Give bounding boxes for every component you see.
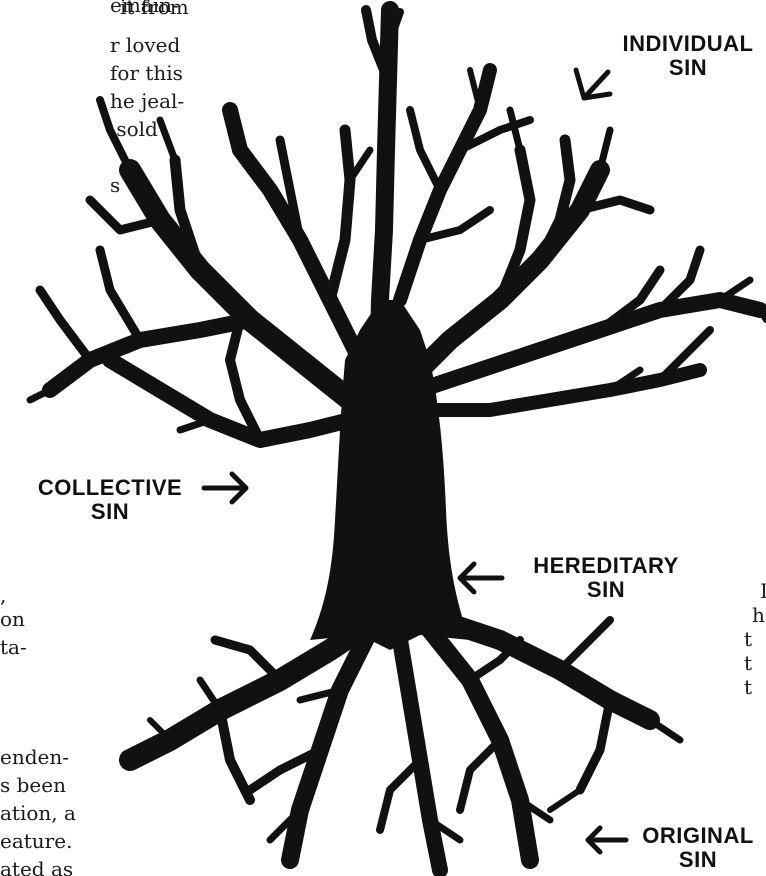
text-line: s: [110, 173, 121, 197]
text-line: on: [0, 607, 25, 631]
text-line: emain-: [110, 0, 179, 17]
text-line: he jeal-: [110, 89, 185, 113]
text-line: enden-: [0, 745, 69, 769]
text-line: t: [744, 627, 753, 651]
text-line: ated as: [0, 857, 74, 876]
text-line: sold: [110, 117, 158, 141]
text-line: ,: [0, 583, 7, 607]
label-line: ORIGINAL: [642, 823, 754, 848]
text-line: t: [744, 651, 753, 675]
arrow-hereditary-icon: [457, 561, 505, 595]
arrow-original-icon: [585, 825, 629, 855]
tree-branches: [26, 1, 766, 876]
arrow-collective-icon: [201, 471, 249, 505]
text-line: h: [752, 603, 765, 627]
label-line: HEREDITARY: [533, 553, 679, 578]
label-line: SIN: [678, 847, 718, 872]
label-line: COLLECTIVE: [37, 475, 183, 500]
text-line: eature.: [0, 829, 73, 853]
text-line: for this: [110, 61, 183, 85]
tree-trunk: [310, 360, 470, 650]
arrow-individual-icon: [573, 67, 613, 101]
text-line: ta-: [0, 635, 27, 659]
label-original-sin: ORIGINAL SIN: [628, 824, 766, 872]
label-line: INDIVIDUAL: [622, 31, 754, 56]
label-hereditary-sin: HEREDITARY SIN: [516, 554, 696, 602]
text-line: ation, a: [0, 801, 76, 825]
label-line: SIN: [586, 577, 626, 602]
label-collective-sin: COLLECTIVE SIN: [20, 476, 200, 524]
top-center-text: it from: [120, 0, 189, 19]
text-line: s been: [0, 773, 66, 797]
text-line: r loved: [110, 33, 181, 57]
text-line: t: [744, 675, 753, 699]
text-line: I: [760, 579, 766, 603]
label-line: SIN: [668, 55, 708, 80]
label-individual-sin: INDIVIDUAL SIN: [608, 32, 766, 80]
label-line: SIN: [90, 499, 130, 524]
